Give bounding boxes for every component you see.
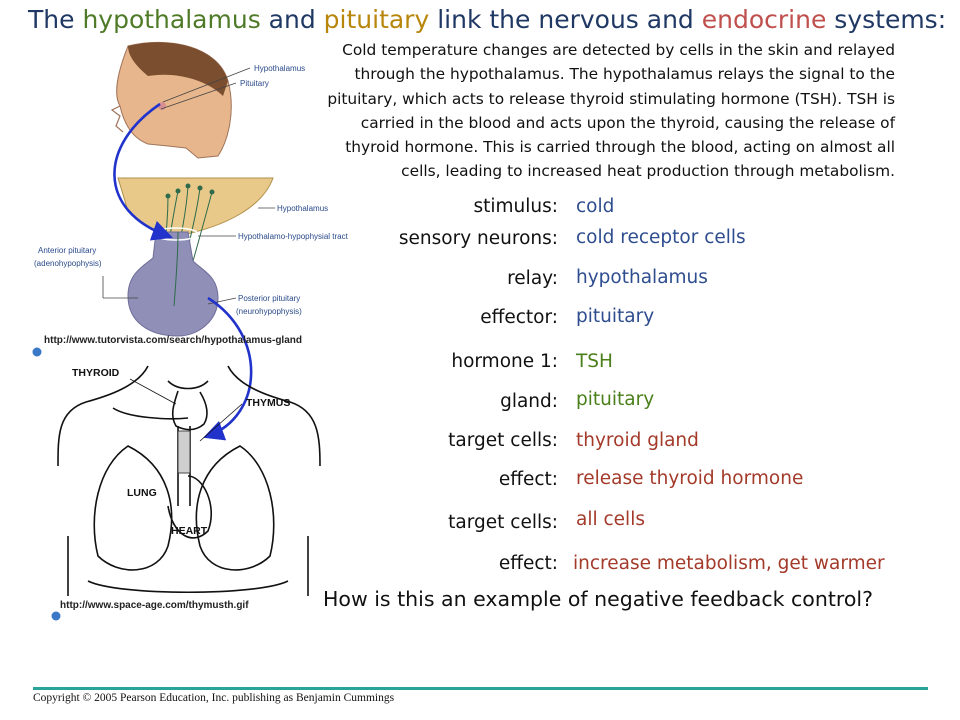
globe-icon bbox=[32, 347, 42, 357]
sensory-neurons-value: cold receptor cells bbox=[576, 227, 746, 248]
footer-divider bbox=[33, 687, 928, 690]
title-hypothalamus: hypothalamus bbox=[82, 5, 261, 34]
description-paragraph: Cold temperature changes are detected by… bbox=[327, 41, 895, 181]
relay-value: hypothalamus bbox=[576, 267, 708, 288]
target-cells-2-value: all cells bbox=[576, 509, 645, 530]
effect-1-value: release thyroid hormone bbox=[576, 468, 804, 489]
head-illustration bbox=[110, 41, 251, 159]
sensory-neurons-label: sensory neurons: bbox=[398, 228, 558, 249]
effector-label: effector: bbox=[480, 307, 558, 328]
discussion-question: How is this an example of negative feedb… bbox=[323, 587, 873, 611]
pituitary-gland bbox=[127, 227, 219, 337]
effect-2-value: increase metabolism, get warmer bbox=[573, 553, 885, 574]
gland-label: gland: bbox=[500, 391, 558, 412]
anatomy-diagram: Hypothalamus Pituitary Hypothalamus Hypo… bbox=[28, 36, 388, 636]
stimulus-label: stimulus: bbox=[473, 196, 558, 217]
title-pituitary: pituitary bbox=[323, 5, 430, 34]
target-cells-1-value: thyroid gland bbox=[576, 430, 699, 451]
thymus-label: THYMUS bbox=[246, 397, 290, 409]
heart-label: HEART bbox=[171, 525, 208, 537]
relay-label: relay: bbox=[507, 268, 558, 289]
tract-label: Hypothalamo-hypophysial tract bbox=[238, 232, 349, 241]
target-cells-2-label: target cells: bbox=[448, 512, 558, 533]
posterior-pituitary-sub: (neurohypophysis) bbox=[236, 307, 302, 316]
anterior-pituitary-sub: (adenohypophysis) bbox=[34, 259, 102, 268]
gland-hypothalamus-label: Hypothalamus bbox=[277, 204, 328, 213]
thyroid-label: THYROID bbox=[72, 367, 120, 379]
effector-value: pituitary bbox=[576, 306, 655, 327]
title-text: and bbox=[260, 5, 324, 34]
arrow-pituitary-to-thyroid bbox=[203, 296, 253, 441]
effect-2-label: effect: bbox=[498, 553, 558, 574]
title-text: systems: bbox=[826, 5, 947, 34]
anterior-pituitary-label: Anterior pituitary bbox=[38, 246, 96, 255]
effect-1-label: effect: bbox=[498, 469, 558, 490]
posterior-pituitary-label: Posterior pituitary bbox=[238, 294, 300, 303]
title-text: link the nervous and bbox=[429, 5, 702, 34]
hormone-1-label: hormone 1: bbox=[451, 351, 558, 372]
anatomy-svg: Hypothalamus Pituitary Hypothalamus Hypo… bbox=[32, 41, 349, 621]
globe-icon bbox=[51, 611, 61, 621]
hormone-1-value: TSH bbox=[576, 351, 613, 372]
stimulus-value: cold bbox=[576, 196, 615, 217]
thymus-shape bbox=[177, 430, 191, 474]
source-url-1: http://www.tutorvista.com/search/hypotha… bbox=[44, 335, 302, 346]
head-hypothalamus-label: Hypothalamus bbox=[254, 64, 305, 73]
target-cells-1-label: target cells: bbox=[448, 430, 558, 451]
arrow-head-to-pituitary bbox=[113, 102, 173, 241]
copyright-notice: Copyright © 2005 Pearson Education, Inc.… bbox=[33, 692, 395, 704]
lung-label: LUNG bbox=[127, 487, 157, 499]
page-title: The hypothalamus and pituitary link the … bbox=[28, 4, 946, 36]
gland-value: pituitary bbox=[576, 389, 655, 410]
head-pituitary-label: Pituitary bbox=[240, 79, 269, 88]
source-url-2: http://www.space-age.com/thymusth.gif bbox=[60, 600, 249, 611]
title-endocrine: endocrine bbox=[701, 5, 827, 34]
title-text: The bbox=[28, 5, 83, 34]
